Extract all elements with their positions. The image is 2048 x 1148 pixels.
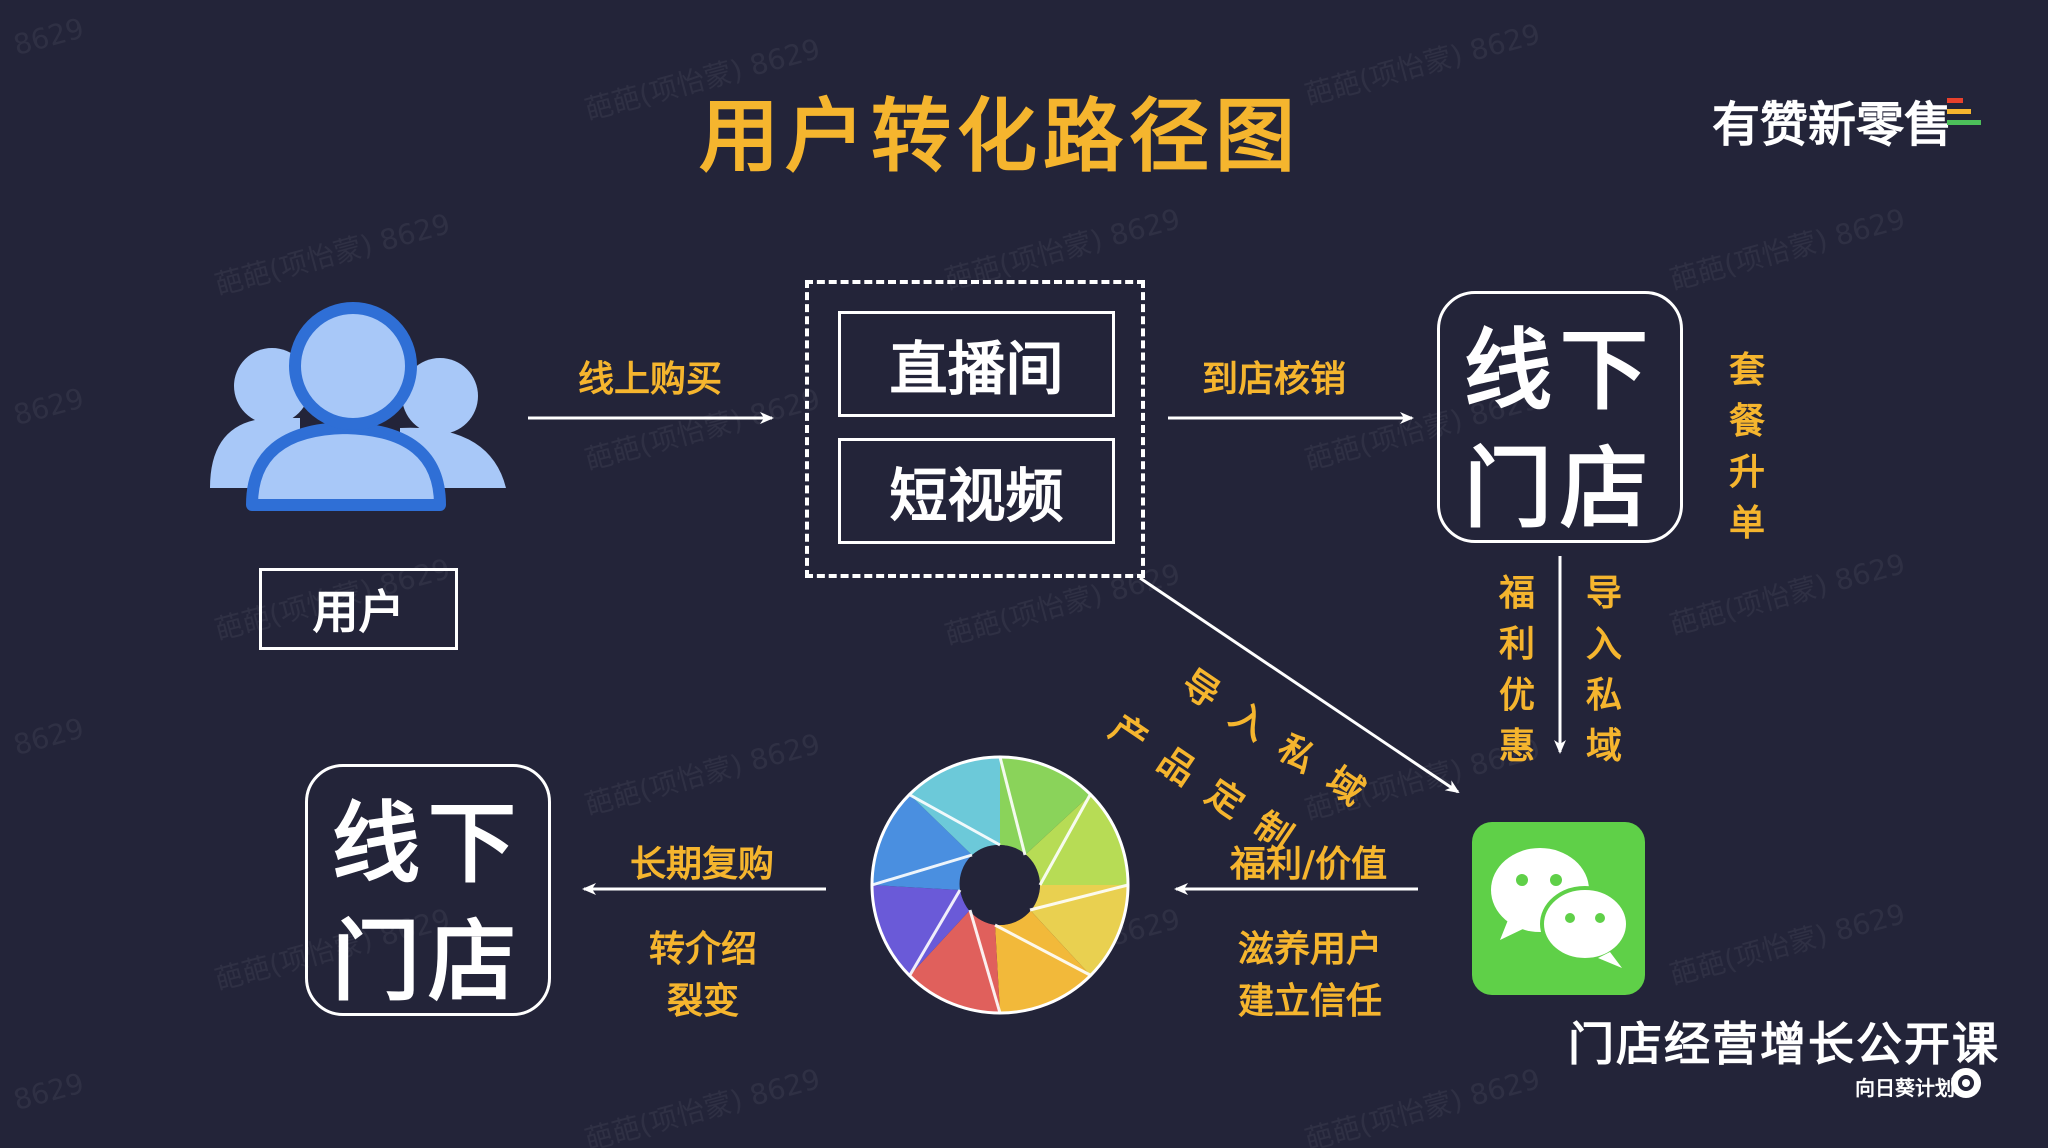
brand-bars-icon [1947, 98, 1981, 132]
label-welfare: 福利优惠 [1498, 573, 1535, 767]
channel-short-video: 短视频 [838, 438, 1115, 544]
label-package-upgrade: 套餐升单 [1728, 350, 1765, 544]
wechat-icon [1472, 822, 1645, 995]
label-referral: 转介绍 [649, 929, 758, 970]
label-nurture: 滋养用户 [1238, 929, 1383, 970]
brand-logo-text: 有赞新零售 [1712, 97, 1953, 153]
aperture-wheel-icon [870, 755, 1130, 1015]
channel-live-room: 直播间 [838, 311, 1115, 417]
users-icon [210, 302, 506, 511]
label-repurchase: 长期复购 [630, 844, 775, 885]
user-label: 用户 [259, 568, 458, 650]
label-welfare-value: 福利/价值 [1230, 844, 1388, 885]
page-title: 用户转化路径图 [699, 90, 1301, 183]
program-name: 向日葵计划 [1855, 1076, 1955, 1100]
arrow-channels-to-wechat [1139, 576, 1460, 794]
label-trust: 建立信任 [1238, 981, 1383, 1022]
sunflower-icon [1951, 1068, 1981, 1098]
offline-store-top: 线下门店 [1437, 291, 1683, 543]
course-title: 门店经营增长公开课 [1568, 1017, 2000, 1071]
channels-group [805, 280, 1145, 578]
label-fission: 裂变 [667, 981, 740, 1022]
label-to-private-right: 导入私域 [1585, 573, 1622, 767]
label-store-redeem: 到店核销 [1202, 359, 1347, 400]
label-buy-online: 线上购买 [578, 359, 723, 400]
offline-store-bottom: 线下门店 [305, 764, 551, 1016]
